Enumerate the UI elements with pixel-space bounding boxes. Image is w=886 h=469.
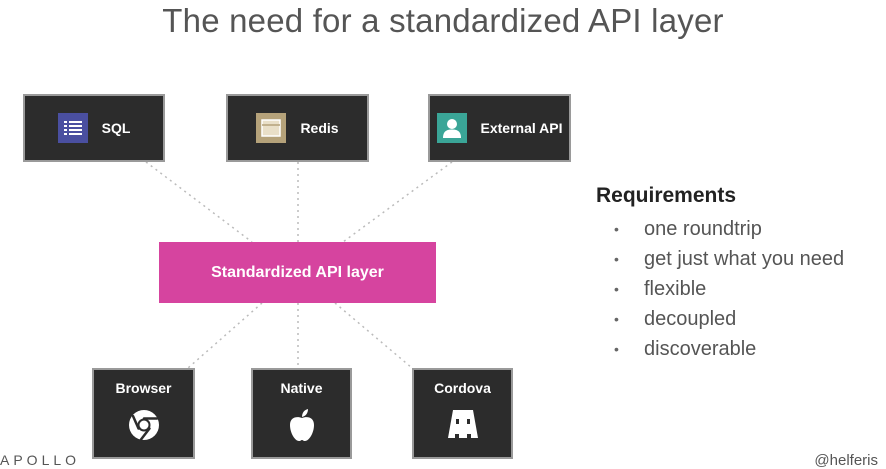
api-layer-label: Standardized API layer	[211, 263, 384, 281]
client-box-native: Native	[251, 368, 352, 459]
requirement-item: •flexible	[614, 274, 844, 304]
apple-icon	[287, 408, 317, 445]
requirements-list: •one roundtrip •get just what you need •…	[614, 214, 844, 364]
bullet: •	[614, 251, 619, 267]
source-label-sql: SQL	[101, 120, 131, 136]
client-box-browser: Browser	[92, 368, 195, 459]
requirement-item: •get just what you need	[614, 244, 844, 274]
connector-external-api	[342, 161, 453, 243]
source-label-redis: Redis	[300, 120, 339, 136]
bullet: •	[614, 221, 619, 237]
cordova-icon	[447, 408, 479, 445]
bullet: •	[614, 281, 619, 297]
bullet: •	[614, 341, 619, 357]
brand-logo-text: APOLLO	[0, 452, 81, 468]
folder-icon	[256, 113, 287, 143]
source-box-external-api: External API	[428, 94, 571, 162]
client-box-cordova: Cordova	[412, 368, 513, 459]
source-box-sql: SQL	[23, 94, 165, 162]
connector-browser	[187, 302, 263, 369]
requirement-item: •decoupled	[614, 304, 844, 334]
list-icon	[57, 113, 88, 143]
bullet: •	[614, 311, 619, 327]
twitter-handle: @helferis	[814, 452, 878, 469]
user-icon	[436, 113, 467, 143]
api-layer-box: Standardized API layer	[159, 242, 436, 303]
client-label-browser: Browser	[115, 380, 172, 396]
slide-title: The need for a standardized API layer	[162, 2, 724, 39]
source-box-redis: Redis	[226, 94, 369, 162]
requirements-heading: Requirements	[596, 184, 737, 207]
connector-cordova	[334, 302, 413, 369]
client-label-native: Native	[280, 380, 323, 396]
client-label-cordova: Cordova	[434, 380, 491, 396]
requirement-item: •one roundtrip	[614, 214, 844, 244]
source-label-external-api: External API	[480, 120, 563, 136]
requirement-item: •discoverable	[614, 334, 844, 364]
chrome-icon	[127, 408, 161, 445]
connector-sql	[145, 161, 253, 243]
